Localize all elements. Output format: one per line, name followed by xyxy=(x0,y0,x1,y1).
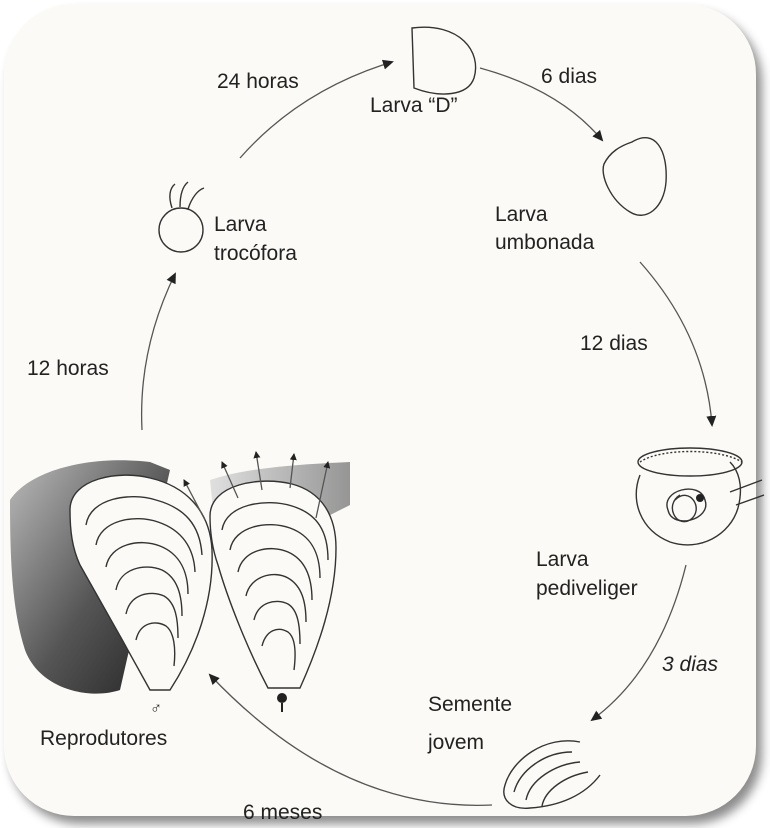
larva-trocofora-icon xyxy=(159,182,204,252)
label-semente-line1: Semente xyxy=(428,693,512,716)
label-reprodutores: Reprodutores xyxy=(40,727,167,750)
label-larva-umbonada-line1: Larva xyxy=(495,203,548,226)
label-larva-pediveliger-line2: pediveliger xyxy=(536,577,638,600)
label-larva-trocofora-line2: trocófora xyxy=(214,242,297,265)
larva-pediveliger-icon xyxy=(636,448,764,545)
label-larva-trocofora-line1: Larva xyxy=(214,213,267,236)
arrow-umbonada-to-pediveliger xyxy=(640,262,712,425)
arrow-reprodutores-to-trocofora xyxy=(142,274,175,430)
label-larva-umbonada-line2: umbonada xyxy=(495,231,595,254)
label-duration-6-dias: 6 dias xyxy=(541,65,597,88)
label-larva-pediveliger-line1: Larva xyxy=(536,548,589,571)
label-duration-3-dias: 3 dias xyxy=(662,653,719,676)
larva-umbonada-icon xyxy=(603,138,666,216)
label-semente-line2: jovem xyxy=(427,731,484,754)
label-duration-12-horas: 12 horas xyxy=(27,357,109,380)
label-duration-24-horas: 24 horas xyxy=(217,70,299,93)
male-symbol: ♂ xyxy=(150,700,162,717)
label-larva-d: Larva “D” xyxy=(370,94,458,117)
label-duration-6-meses: 6 meses xyxy=(243,801,322,824)
larva-d-icon xyxy=(412,27,476,94)
female-symbol-icon xyxy=(277,693,287,712)
label-duration-12-dias: 12 dias xyxy=(580,332,648,355)
semente-jovem-icon xyxy=(504,741,600,808)
